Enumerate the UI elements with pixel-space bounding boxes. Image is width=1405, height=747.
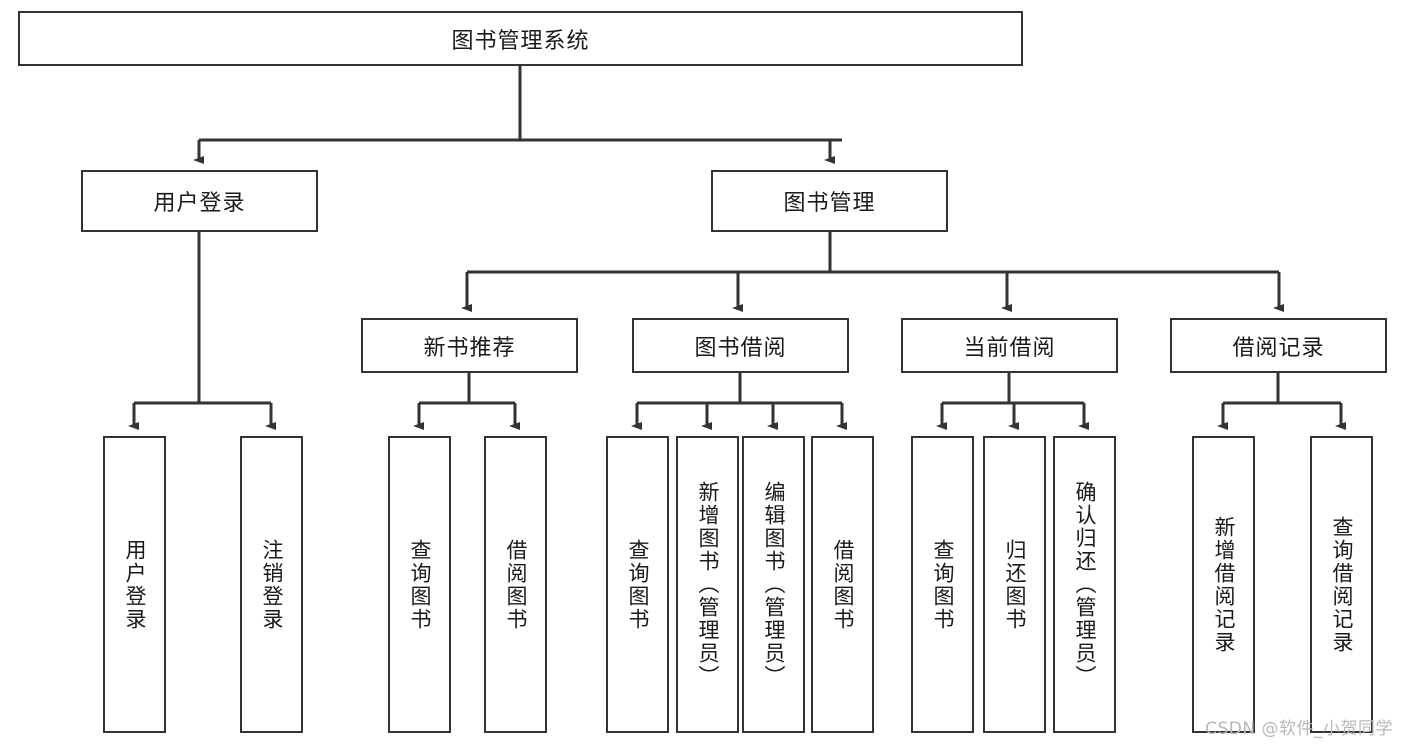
connector-book-borrow-to-leaves (631, 373, 847, 430)
leaf-add-book-admin-label: 新增图书（管理员） (696, 481, 720, 688)
leaf-query-book-borrow[interactable]: 查询图书 (606, 436, 669, 733)
leaf-borrow-book[interactable]: 借阅图书 (811, 436, 874, 733)
leaf-user-login-label: 用户登录 (123, 538, 147, 631)
connector-current-borrow-to-leaves (936, 373, 1089, 430)
watermark-text: CSDN @软件_小贺同学 (1205, 719, 1393, 739)
leaf-query-book-current-label: 查询图书 (931, 538, 955, 631)
node-book-management[interactable]: 图书管理 (711, 170, 948, 232)
node-root-label: 图书管理系统 (451, 28, 590, 54)
leaf-query-borrow-record-label: 查询借阅记录 (1330, 515, 1354, 654)
leaf-edit-book-admin-label: 编辑图书（管理员） (762, 481, 786, 688)
leaf-confirm-return-admin[interactable]: 确认归还（管理员） (1053, 436, 1116, 733)
node-user-login-label: 用户登录 (153, 191, 246, 216)
leaf-logout-label: 注销登录 (260, 538, 284, 631)
leaf-query-book-current[interactable]: 查询图书 (911, 436, 974, 733)
leaf-confirm-return-admin-label: 确认归还（管理员） (1073, 481, 1097, 688)
leaf-borrow-book-label: 借阅图书 (831, 538, 855, 631)
node-book-management-label: 图书管理 (783, 191, 876, 216)
node-borrow-record-label: 借阅记录 (1232, 335, 1325, 361)
connector-new-book-recommend-to-leaves (413, 373, 520, 430)
leaf-add-borrow-record-label: 新增借阅记录 (1212, 515, 1236, 654)
connector-root-to-level2 (193, 66, 842, 164)
leaf-add-borrow-record[interactable]: 新增借阅记录 (1192, 436, 1255, 733)
node-current-borrow[interactable]: 当前借阅 (901, 318, 1118, 373)
node-borrow-record[interactable]: 借阅记录 (1170, 318, 1387, 373)
leaf-return-book-label: 归还图书 (1003, 538, 1027, 631)
node-book-borrow-label: 图书借阅 (694, 335, 787, 361)
leaf-return-book[interactable]: 归还图书 (983, 436, 1046, 733)
leaf-add-book-admin[interactable]: 新增图书（管理员） (676, 436, 739, 733)
leaf-borrow-book-recommend-label: 借阅图书 (504, 538, 528, 631)
leaf-query-borrow-record[interactable]: 查询借阅记录 (1310, 436, 1373, 733)
connector-user-login-to-leaves (128, 232, 276, 430)
node-root[interactable]: 图书管理系统 (18, 11, 1023, 66)
leaf-edit-book-admin[interactable]: 编辑图书（管理员） (742, 436, 805, 733)
connector-borrow-record-to-leaves (1217, 373, 1346, 430)
leaf-borrow-book-recommend[interactable]: 借阅图书 (484, 436, 547, 733)
node-new-book-recommend-label: 新书推荐 (423, 335, 516, 361)
leaf-user-login[interactable]: 用户登录 (103, 436, 166, 733)
node-user-login[interactable]: 用户登录 (81, 170, 318, 232)
leaf-query-book-recommend[interactable]: 查询图书 (388, 436, 451, 733)
node-new-book-recommend[interactable]: 新书推荐 (361, 318, 578, 373)
connector-book-management-to-level3 (461, 232, 1284, 312)
leaf-logout[interactable]: 注销登录 (240, 436, 303, 733)
leaf-query-book-recommend-label: 查询图书 (408, 538, 432, 631)
node-current-borrow-label: 当前借阅 (963, 335, 1056, 361)
node-book-borrow[interactable]: 图书借阅 (632, 318, 849, 373)
leaf-query-book-borrow-label: 查询图书 (626, 538, 650, 631)
